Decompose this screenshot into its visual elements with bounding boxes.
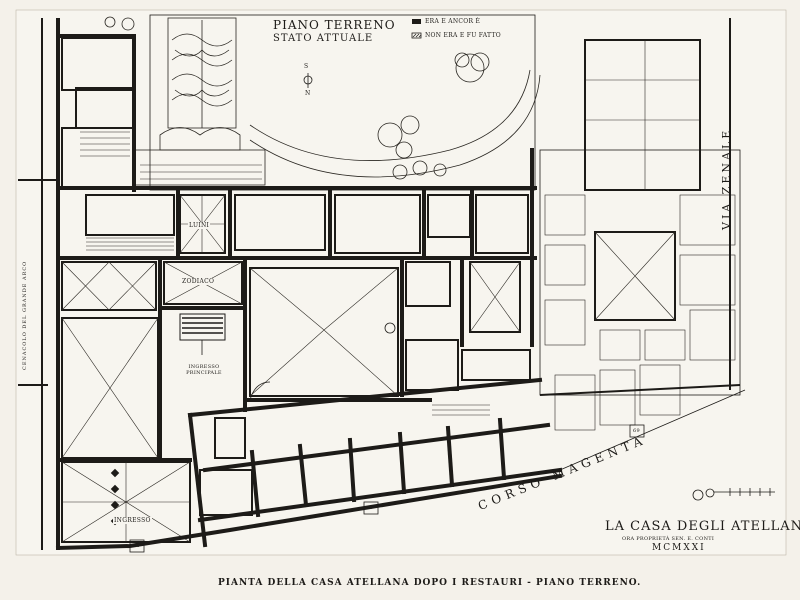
legend-swatches: [411, 19, 422, 39]
compass-south: S: [304, 63, 309, 70]
street-via-zenale: VIA ZENALE: [720, 127, 733, 230]
legend-swatch-existing: [412, 19, 421, 24]
west-hall: [56, 256, 192, 543]
street-number-markers: [129, 424, 645, 553]
legend-label-existing: ERA E ANCOR È: [425, 18, 481, 25]
cartouche-year: MCMXXI: [652, 543, 706, 553]
north-range: [56, 148, 537, 347]
northwest-wing: [60, 34, 136, 192]
room-zodiaco: ZODIACO: [181, 278, 216, 285]
east-block: [539, 18, 746, 471]
street-cenacolo: CENACOLO DEL GRANDE ARCO: [22, 260, 28, 370]
key-ornament: [692, 488, 775, 501]
room-ingresso: INGRESSO: [113, 517, 152, 524]
compass-north: N: [305, 90, 311, 97]
south-range: [55, 377, 563, 551]
plan-subtitle: STATO ATTUALE: [273, 33, 374, 44]
marker-65: 65: [133, 543, 140, 549]
legend-label-new: NON ERA E FU FATTO: [425, 32, 501, 39]
marker-67: 67: [367, 505, 374, 511]
cartouche-owner: ORA PROPRIETÀ SEN. E. CONTI: [622, 536, 715, 542]
east-rooms: [405, 256, 531, 416]
figure-caption: PIANTA DELLA CASA ATELLANA DOPO I RESTAU…: [218, 578, 642, 588]
room-ingresso-principale: INGRESSO PRINCIPALE: [186, 364, 222, 376]
compass: [303, 73, 313, 88]
legend-swatch-new: [411, 32, 422, 39]
room-luini: LUINI: [188, 222, 211, 229]
marker-69: 69: [633, 428, 640, 434]
cartouche-title: LA CASA DEGLI ATELLANI: [605, 519, 800, 534]
plan-title: PIANO TERRENO: [273, 18, 396, 32]
